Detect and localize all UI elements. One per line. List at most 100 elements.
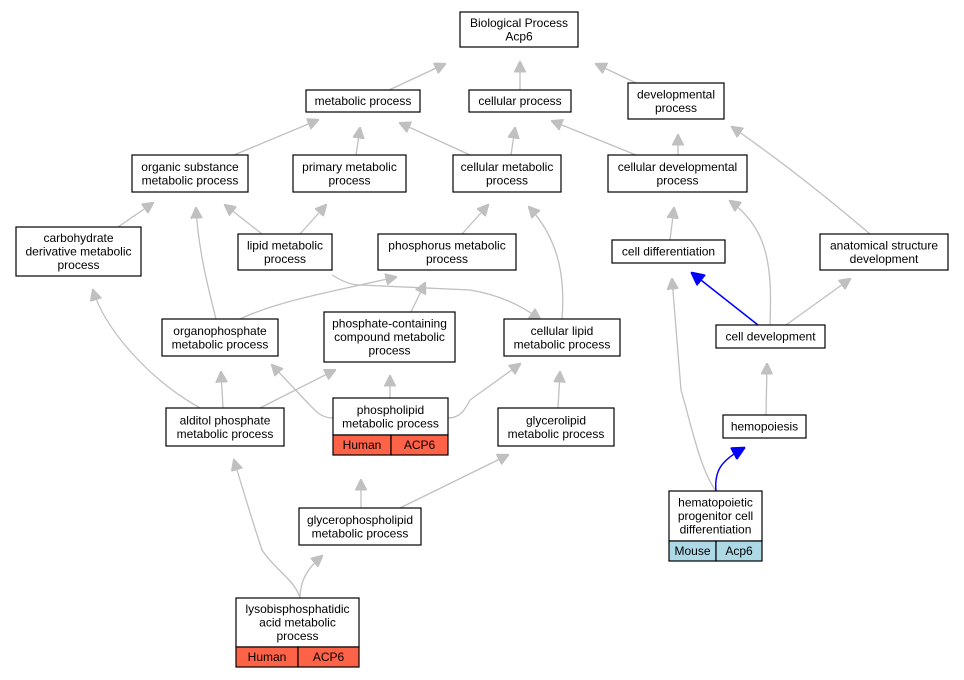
edge-phospholipid-to-organophos [272,365,334,419]
node-label-line: hemopoiesis [731,420,798,434]
edge-alditol-to-organophos [221,372,223,409]
node-label-line: progenitor cell [678,509,753,523]
node-label-line: carbohydrate [43,231,113,245]
edge-glycerophos-to-glycerolipid [399,455,508,509]
edge-phoscont-to-phosphorus [410,283,425,313]
edge-lysobis-to-glycerophos [299,556,322,599]
node-box [15,226,142,277]
node-box [332,397,449,436]
node-label-line: cellular lipid [531,324,594,338]
edge-cellipid-to-cellmeta [529,207,564,320]
edge-cellmeta-to-cellular [511,128,515,156]
node-label-line: phosphate-containing [332,317,447,331]
node-box [459,11,579,48]
node-label-line: process [368,344,410,358]
gene-label: Acp6 [725,544,753,558]
node-label-line: metabolic process [508,427,605,441]
node-label-line: metabolic process [514,337,611,351]
node-box [668,490,763,542]
node-label-line: metabolic process [172,337,269,351]
node-label-line: metabolic process [177,427,274,441]
node-label-line: development [850,252,919,266]
node-label-line: Biological Process [470,16,568,30]
node-label-line: developmental [637,87,715,101]
edge-celldev-to-anat [785,279,850,326]
node-box [497,407,615,447]
node-label-line: process [426,252,468,266]
edge-carbo-to-organic [117,203,153,228]
node-label-line: organophosphate [173,324,267,338]
node-label-line: phospholipid [357,403,424,417]
edge-hemopoiesis-to-celldev [766,364,767,416]
edge-celldevproc-to-cellular [552,121,637,156]
edge-cellmeta-to-metabolic [400,123,471,156]
node-box [305,89,421,113]
edge-lysobis-to-alditol [234,460,301,599]
node-label-line: metabolic process [142,173,239,187]
node-box [161,318,279,357]
edge-phospholipid-to-cellipid [447,364,520,419]
node-label-line: process [656,173,698,187]
gene-badge [715,540,763,562]
node-label-line: hematopoietic [678,496,753,510]
node-box [819,233,949,271]
node-label-line: cellular developmental [618,160,737,174]
node-label-line: Acp6 [505,29,533,43]
node-metabolic[interactable]: metabolic process [305,89,421,113]
node-cellular[interactable]: cellular process [468,89,572,113]
node-celldiff[interactable]: cell differentiation [611,239,726,264]
node-label-line: phosphorus metabolic [388,238,505,252]
edge-lipid-to-organic [225,205,263,235]
node-label-line: primary metabolic [302,160,397,174]
edge-organic-to-metabolic [233,120,318,156]
gene-label: ACP6 [313,650,345,664]
edge-celldiff-to-celldevproc [670,208,674,241]
edge-anat-to-developmental [732,127,871,235]
node-box [468,89,572,113]
node-box [452,154,562,193]
node-label-line: organic substance [141,160,239,174]
node-label-line: acid metabolic [259,616,336,630]
edge-organophos-to-organic [196,208,217,320]
node-label-line: lipid metabolic [247,238,323,252]
node-label-line: glycerophospholipid [307,513,413,527]
node-box [323,311,456,363]
node-label-line: lysobisphosphatidic [245,602,349,616]
node-box [627,82,725,120]
node-box [292,154,407,193]
edge-developmental-to-bp [596,64,637,84]
species-label: Human [343,438,382,452]
node-box [377,233,517,271]
node-label-line: process [264,252,306,266]
node-label-line: alditol phosphate [180,413,271,427]
gene-label: ACP6 [404,438,436,452]
node-label-line: process [486,173,528,187]
node-label-line: process [328,173,370,187]
node-hemopoiesis[interactable]: hemopoiesis [722,414,807,439]
node-box [165,407,285,447]
node-label-line: process [655,101,697,115]
edge-alditol-to-phoscont [259,370,335,409]
node-celldev[interactable]: cell development [715,324,826,349]
edge-lipid-to-cellipid [331,274,540,319]
